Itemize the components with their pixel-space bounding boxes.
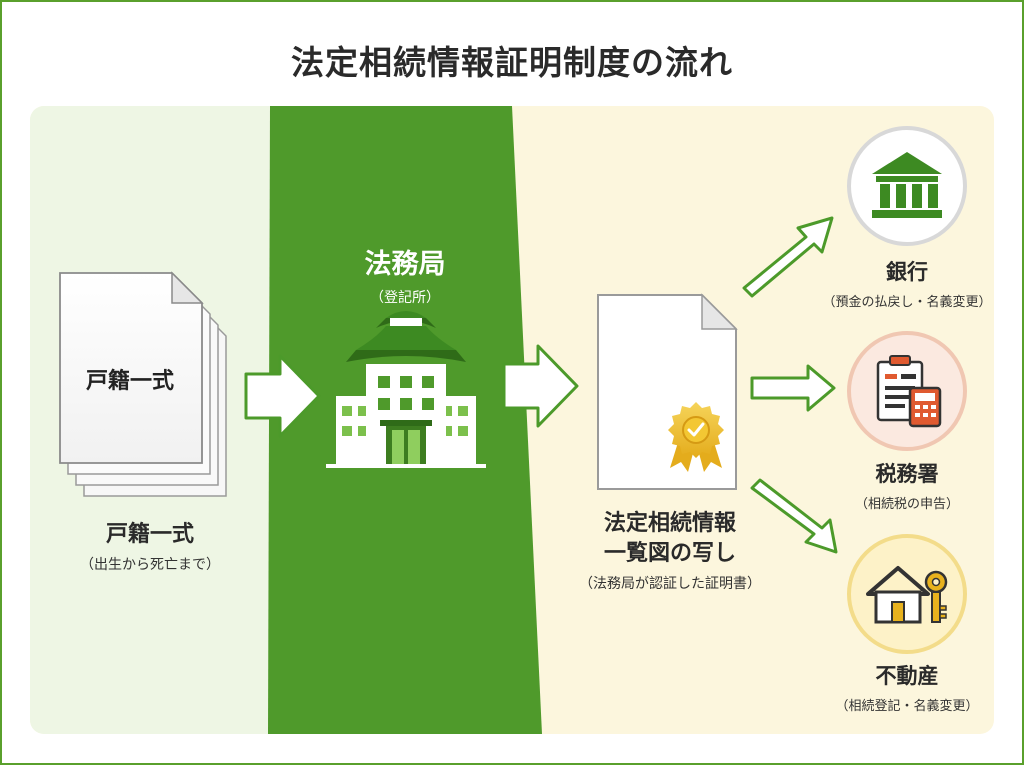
tax-office-sublabel: （相続税の申告）	[854, 497, 959, 512]
arrow-to-certificate	[502, 344, 579, 428]
certificate-label-block: 法定相続情報 一覧図の写し （法務局が認証した証明書）	[550, 509, 790, 593]
arrow-to-tax-office	[750, 364, 836, 412]
arrow-to-real-estate	[750, 478, 838, 554]
family-register-stack-icon	[59, 271, 227, 497]
certificate-label-line1: 法定相続情報	[603, 511, 736, 536]
office-sublabel: （登記所）	[370, 290, 440, 306]
house-key-icon	[847, 534, 967, 654]
legal-affairs-bureau-building-icon	[326, 311, 486, 468]
arrow-to-bank	[742, 216, 834, 298]
certificate-label-line2: 一覧図の写し	[603, 541, 736, 566]
flow-diagram: 戸籍一式	[30, 106, 994, 734]
real-estate-label: 不動産	[875, 664, 939, 688]
source-sublabel: （出生から死亡まで）	[80, 557, 220, 573]
bank-sublabel: （預金の払戻し・名義変更）	[822, 295, 992, 310]
certified-seal-icon	[668, 402, 724, 472]
doc-stack-label: 戸籍一式	[86, 368, 174, 394]
page-title: 法定相続情報証明制度の流れ	[291, 43, 733, 82]
real-estate-sublabel: （相続登記・名義変更）	[835, 699, 979, 714]
arrow-to-office	[244, 354, 321, 438]
real-estate-label-block: 不動産 （相続登記・名義変更）	[802, 660, 994, 714]
bank-label-block: 銀行 （預金の払戻し・名義変更）	[802, 256, 994, 310]
tax-document-calculator-icon	[847, 331, 967, 451]
source-label-block: 戸籍一式 （出生から死亡まで）	[30, 516, 270, 574]
bank-icon	[847, 126, 967, 246]
tax-office-label: 税務署	[875, 462, 939, 486]
source-label: 戸籍一式	[105, 522, 194, 547]
bank-label: 銀行	[886, 260, 928, 284]
certificate-sublabel: （法務局が認証した証明書）	[579, 576, 761, 592]
office-label-block: 法務局 （登記所）	[320, 242, 490, 307]
tax-office-label-block: 税務署 （相続税の申告）	[802, 458, 994, 512]
office-label: 法務局	[364, 249, 446, 280]
